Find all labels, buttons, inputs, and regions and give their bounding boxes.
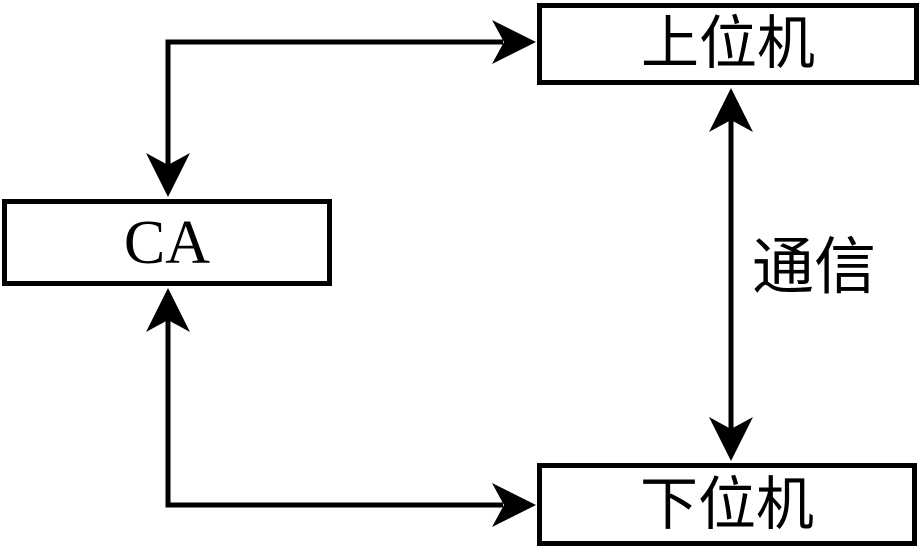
node-lower-computer-label: 下位机	[639, 471, 814, 537]
arrowhead-into-ca-top-icon	[146, 153, 190, 197]
arrowhead-into-upper-icon	[492, 20, 536, 64]
arrowhead-into-lower-icon	[492, 483, 536, 527]
connector-ca-upper-line	[165, 39, 503, 165]
connector-ca-lower	[146, 288, 536, 527]
arrowhead-up-into-upper-icon	[709, 88, 753, 132]
node-ca-label: CA	[123, 208, 211, 277]
connector-ca-upper	[146, 20, 536, 197]
node-upper-computer-label: 上位机	[640, 11, 815, 76]
node-lower-computer: 下位机	[537, 463, 917, 546]
connector-ca-lower-line	[165, 320, 503, 508]
communication-edge-label: 通信	[752, 234, 877, 302]
node-upper-computer: 上位机	[537, 3, 919, 85]
node-ca: CA	[2, 199, 332, 286]
arrowhead-down-into-lower-icon	[709, 417, 753, 461]
arrowhead-into-ca-bottom-icon	[146, 288, 190, 332]
connector-upper-lower	[709, 88, 753, 461]
